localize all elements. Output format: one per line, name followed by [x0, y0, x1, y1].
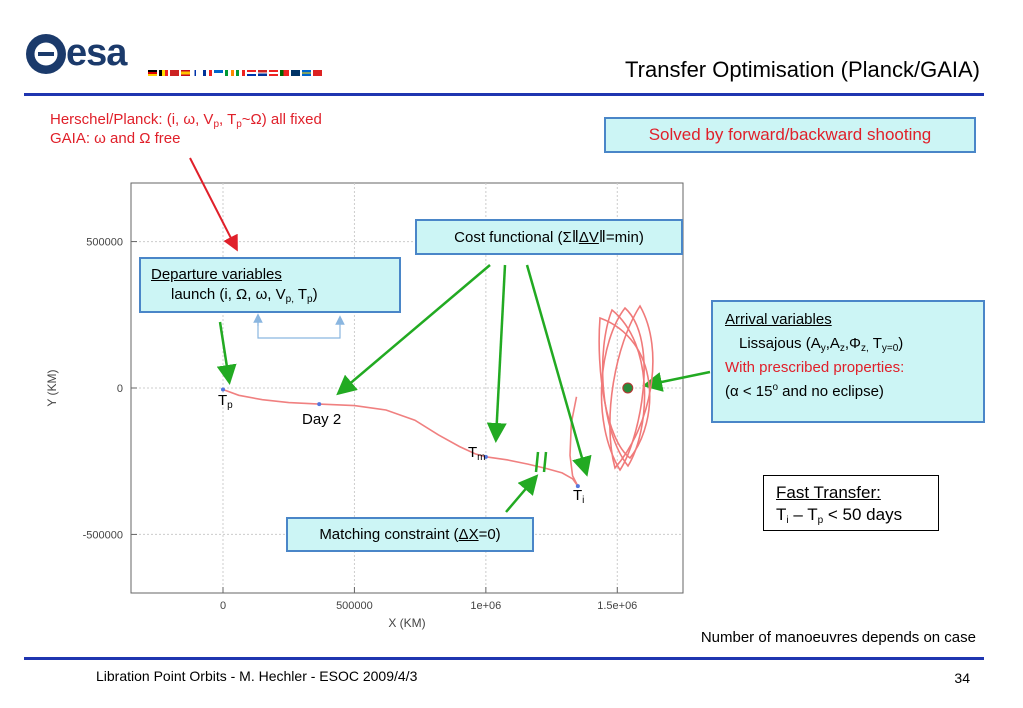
x-tick-label: 1.5e+06	[597, 600, 637, 612]
arrival-variables-box: Arrival variables Lissajous (Ay,Az,Φz, T…	[711, 300, 985, 423]
y-tick-label: 0	[117, 383, 123, 395]
cost-arrow-day2	[336, 264, 491, 396]
footer-divider	[24, 657, 984, 660]
matching-arrow	[505, 474, 539, 513]
arrival-arrow	[642, 370, 711, 392]
trajectory-marker	[221, 387, 225, 392]
cost-arrow-ti	[525, 264, 592, 477]
fast-transfer-heading: Fast Transfer:	[776, 483, 881, 502]
day2-label: Day 2	[302, 411, 342, 428]
departure-variables-box: Departure variables launch (i, Ω, ω, Vp,…	[139, 257, 401, 313]
arrival-point	[622, 382, 634, 394]
cost-functional-box: Cost functional (Σ‖ΔV‖=min)	[415, 219, 683, 255]
departure-launch: launch (i, Ω, ω, Vp, Tp)	[171, 286, 318, 305]
parameter-note: Herschel/Planck: (i, ω, Vp, Tp~Ω) all fi…	[50, 110, 322, 148]
x-tick-label: 0	[220, 600, 226, 612]
note-line-gaia: GAIA: ω and Ω free	[50, 130, 181, 147]
fast-transfer-condition: Ti – Tp < 50 days	[776, 505, 903, 526]
x-tick-label: 500000	[336, 600, 373, 612]
departure-bracket	[257, 315, 345, 339]
arrival-prescribed: With prescribed properties:	[725, 359, 905, 376]
x-axis-label: X (KM)	[388, 616, 425, 630]
tm-label: Tm	[468, 444, 486, 463]
fast-transfer-box: Fast Transfer: Ti – Tp < 50 days	[763, 475, 939, 531]
trajectory-marker	[317, 402, 322, 407]
y-tick-label: -500000	[83, 529, 123, 541]
matching-mark-2	[542, 451, 548, 473]
footer-text: Libration Point Orbits - M. Hechler - ES…	[96, 668, 418, 684]
page-number: 34	[954, 670, 970, 686]
note-line-herschel: Herschel/Planck: (i, ω, Vp, Tp~Ω) all fi…	[50, 111, 322, 130]
page-title: Transfer Optimisation (Planck/GAIA)	[625, 57, 980, 82]
cost-arrow-tm	[486, 264, 507, 443]
tp-label: Tp	[218, 392, 233, 411]
matching-mark-1	[534, 451, 540, 473]
note-arrow	[189, 157, 238, 252]
annotation-arrows	[189, 157, 711, 513]
y-tick-label: 500000	[86, 237, 123, 249]
ti-label: Ti	[573, 487, 585, 506]
manoeuvres-note: Number of manoeuvres depends on case	[700, 629, 976, 646]
x-tick-label: 1e+06	[470, 600, 501, 612]
trajectory-marker	[575, 484, 580, 489]
esa-globe-icon	[26, 34, 66, 74]
header-divider	[24, 93, 984, 96]
departure-heading: Departure variables	[151, 266, 282, 283]
trajectory-marker	[483, 454, 488, 459]
arrival-heading: Arrival variables	[725, 311, 832, 328]
country-flags	[148, 63, 324, 81]
arrival-lissajous: Lissajous (Ay,Az,Φz, Ty=0)	[739, 335, 904, 354]
matching-constraint-box: Matching constraint (ΔX=0)	[286, 517, 534, 552]
transfer-trajectory	[222, 388, 579, 487]
solved-method-box: Solved by forward/backward shooting	[604, 117, 976, 153]
y-axis-label: Y (KM)	[45, 369, 59, 406]
esa-logo: esa	[24, 30, 154, 80]
departure-arrow	[216, 321, 237, 385]
lissajous-orbit	[598, 304, 654, 472]
arrival-condition: (α < 15o and no eclipse)	[725, 382, 884, 401]
